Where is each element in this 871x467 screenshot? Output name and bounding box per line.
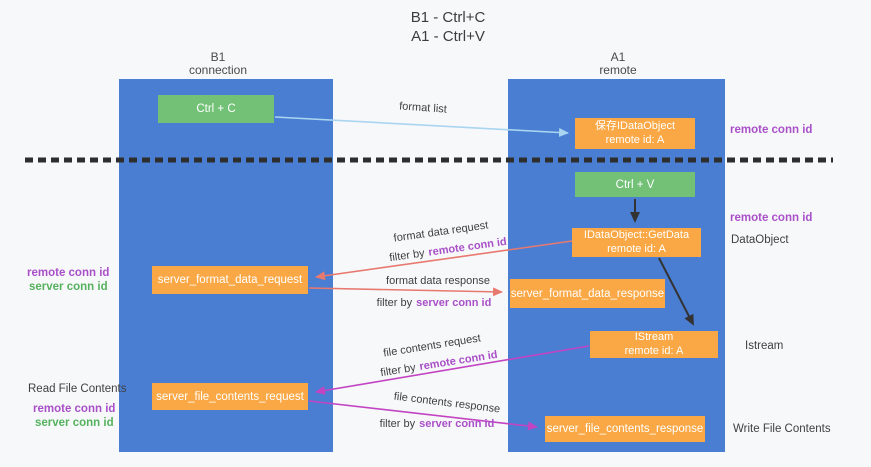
remote-conn-id-text: remote conn id bbox=[418, 348, 499, 374]
format-data-response-arrow-label: format data response bbox=[386, 275, 490, 287]
filter-by-text: filter by bbox=[379, 418, 416, 430]
read-file-contents-annotation: Read File Contents bbox=[28, 383, 127, 395]
ctrl-c-label: Ctrl + C bbox=[196, 103, 236, 115]
filter-by-text: filter by bbox=[379, 361, 417, 380]
istream-box: IStream remote id: A bbox=[590, 331, 718, 358]
getdata-box: IDataObject::GetData remote id: A bbox=[572, 228, 701, 257]
right-column-header: A1 remote bbox=[548, 51, 688, 77]
format-data-response-filter-label: filter by server conn id bbox=[377, 297, 492, 309]
left-remote-conn-id-annotation-top: remote conn id bbox=[27, 267, 110, 279]
server-conn-id-text: server conn id bbox=[416, 297, 492, 309]
ctrl-v-box: Ctrl + V bbox=[575, 172, 695, 197]
format-response-label: server_format_data_response bbox=[510, 287, 665, 300]
right-column-name: A1 bbox=[610, 50, 626, 64]
left-remote-conn-id-annotation-bottom: remote conn id bbox=[33, 403, 116, 415]
remote-conn-id-annotation-top: remote conn id bbox=[730, 124, 813, 136]
save-dataobject-box: 保存IDataObject remote id: A bbox=[575, 118, 695, 149]
file-request-label: server_file_contents_request bbox=[156, 390, 304, 403]
server-format-data-request-box: server_format_data_request bbox=[152, 266, 308, 294]
server-conn-id-text: server conn id bbox=[419, 418, 495, 430]
istream-line1: IStream bbox=[634, 331, 674, 343]
getdata-line1: IDataObject::GetData bbox=[583, 229, 690, 241]
left-server-conn-id-annotation-bottom: server conn id bbox=[35, 417, 114, 429]
save-dataobject-line2: remote id: A bbox=[605, 133, 665, 146]
left-server-conn-id-annotation-top: server conn id bbox=[29, 281, 108, 293]
left-column-role: connection bbox=[188, 63, 248, 77]
istream-line2: remote id: A bbox=[624, 344, 684, 357]
format-data-response-arrow bbox=[308, 287, 503, 297]
ctrl-c-box: Ctrl + C bbox=[158, 95, 274, 123]
diagram-title: B1 - Ctrl+C A1 - Ctrl+V bbox=[318, 8, 578, 46]
remote-conn-id-annotation-mid: remote conn id bbox=[730, 212, 813, 224]
format-list-arrow-label: format list bbox=[398, 100, 448, 116]
istream-annotation: Istream bbox=[745, 340, 784, 352]
dataobject-annotation: DataObject bbox=[731, 234, 789, 246]
title-line-1: B1 - Ctrl+C bbox=[410, 9, 486, 26]
left-column-header: B1 connection bbox=[148, 51, 288, 77]
getdata-line2: remote id: A bbox=[607, 242, 666, 255]
file-contents-response-arrow-label: file contents response bbox=[393, 390, 501, 416]
file-response-label: server_file_contents_response bbox=[546, 423, 704, 435]
save-dataobject-line1: 保存IDataObject bbox=[594, 120, 676, 132]
server-file-contents-response-box: server_file_contents_response bbox=[545, 416, 705, 442]
remote-conn-id-text: remote conn id bbox=[427, 235, 508, 259]
server-format-data-response-box: server_format_data_response bbox=[510, 279, 665, 308]
filter-by-text: filter by bbox=[376, 297, 413, 309]
file-contents-response-filter-label: filter by server conn id bbox=[380, 418, 495, 430]
write-file-contents-annotation: Write File Contents bbox=[733, 423, 831, 435]
title-line-2: A1 - Ctrl+V bbox=[411, 28, 485, 45]
ctrl-v-label: Ctrl + V bbox=[615, 178, 655, 191]
filter-by-text: filter by bbox=[388, 247, 426, 265]
right-column-role: remote bbox=[599, 63, 637, 77]
left-column-name: B1 bbox=[210, 50, 226, 64]
format-request-label: server_format_data_request bbox=[157, 274, 303, 286]
server-file-contents-request-box: server_file_contents_request bbox=[152, 383, 308, 410]
